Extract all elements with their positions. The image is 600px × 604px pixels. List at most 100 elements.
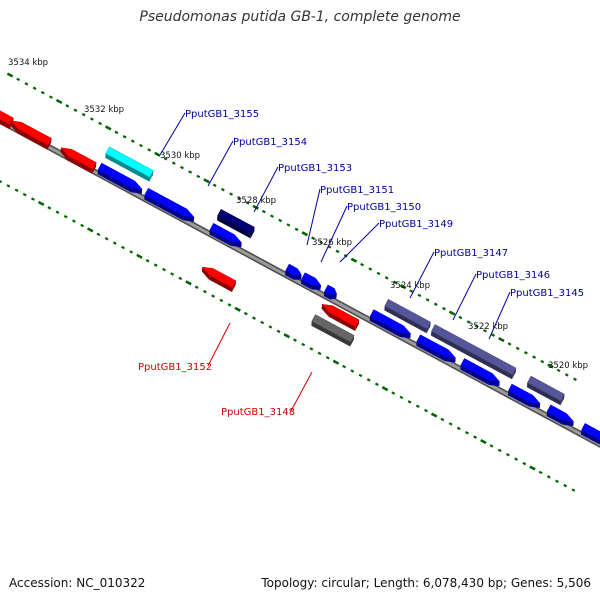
inner-scale-tick [154,264,157,266]
outer-scale-tick [525,352,528,354]
inner-scale-tick [64,216,67,218]
inner-scale-tick [523,463,526,465]
inner-scale-tick [220,300,223,302]
outer-scale-tick [197,176,200,178]
outer-scale-tick [131,140,134,142]
scale-label: 3528 kbp [236,196,276,206]
inner-scale-tick [556,481,559,483]
inner-scale-tick [171,273,174,275]
inner-scale-tick [48,207,51,209]
inner-scale-tick [333,361,338,364]
outer-scale-tick [533,356,536,358]
inner-scale-tick [0,181,2,183]
inner-scale-tick [539,472,542,474]
outer-scale-tick [351,259,356,262]
scale-label: 3522 kbp [468,322,508,332]
inner-scale-tick [490,445,493,447]
outer-scale-tick [385,277,388,279]
inner-scale-tick [253,317,256,319]
inner-scale-tick [130,251,133,253]
inner-scale-tick [466,432,469,434]
inner-scale-tick [481,440,486,443]
inner-scale-tick [81,225,84,227]
gene-side-face [312,285,321,290]
inner-scale-tick [284,334,289,337]
inner-scale-tick [228,304,231,306]
inner-scale-tick [318,353,321,355]
gene-label: PputGB1_3153 [278,163,352,174]
inner-scale-tick [56,212,59,214]
gene-side-face [294,275,302,280]
inner-scale-tick [163,269,166,271]
gene-reverse [10,121,51,150]
gene-label: PputGB1_3145 [510,288,584,299]
gene-label: PputGB1_3152 [138,362,212,373]
label-leader [410,252,434,298]
inner-scale-tick [32,198,35,200]
outer-scale-tick [7,74,12,77]
label-leader [291,372,312,411]
inner-scale-tick [97,234,100,236]
inner-scale-tick [294,339,297,341]
inner-scale-tick [23,194,26,196]
outer-scale-tick [123,136,126,138]
outer-scale-tick [74,110,77,112]
outer-scale-tick [279,220,282,222]
outer-scale-tick [262,211,265,213]
inner-scale-tick [39,202,44,205]
inner-scale-tick [277,331,280,333]
inner-scale-tick [498,450,501,452]
inner-scale-tick [530,467,535,470]
outer-scale-tick [115,132,118,134]
outer-scale-tick [574,379,577,381]
gene-label: PputGB1_3146 [476,270,550,281]
inner-scale-tick [382,387,387,390]
outer-scale-tick [369,268,372,270]
inner-scale-tick [449,423,452,425]
gene-label: PputGB1_3149 [379,219,453,230]
outer-scale-tick [565,374,568,376]
outer-scale-tick [17,79,20,81]
inner-scale-tick [376,384,379,386]
inner-scale-tick [400,397,403,399]
outer-scale-tick [91,118,94,120]
inner-scale-tick [88,229,93,232]
label-leader [160,113,185,155]
inner-scale-tick [204,291,207,293]
inner-scale-tick [359,375,362,377]
inner-scale-tick [392,392,395,394]
outer-scale-tick [287,224,290,226]
outer-scale-tick [434,304,437,306]
inner-scale-tick [432,414,437,417]
inner-scale-tick [515,458,518,460]
gene-label: PputGB1_3148 [221,407,295,418]
inner-scale-tick [326,357,329,359]
outer-scale-tick [41,92,44,94]
gene-reverse [202,267,236,292]
outer-scale-tick [508,343,511,345]
gene-reverse [61,148,97,174]
inner-scale-tick [572,489,575,491]
inner-scale-tick [7,185,10,187]
outer-scale-tick [492,334,495,336]
inner-scale-tick [137,255,142,258]
outer-scale-tick [181,167,184,169]
outer-scale-tick [33,88,36,90]
outer-scale-tick [222,189,225,191]
scale-label: 3534 kbp [8,58,48,68]
outer-scale-tick [172,162,175,164]
inner-scale-tick [547,476,550,478]
outer-scale-tick [230,193,233,195]
inner-scale-tick [261,322,264,324]
inner-scale-tick [302,344,305,346]
outer-scale-tick [336,251,339,253]
scale-label: 3532 kbp [84,105,124,115]
outer-scale-tick [106,127,111,130]
label-leader [208,323,230,366]
outer-scale-tick [99,123,102,125]
inner-scale-tick [146,260,149,262]
scale-label: 3524 kbp [390,281,430,291]
inner-scale-tick [244,313,247,315]
inner-scale-tick [367,379,370,381]
